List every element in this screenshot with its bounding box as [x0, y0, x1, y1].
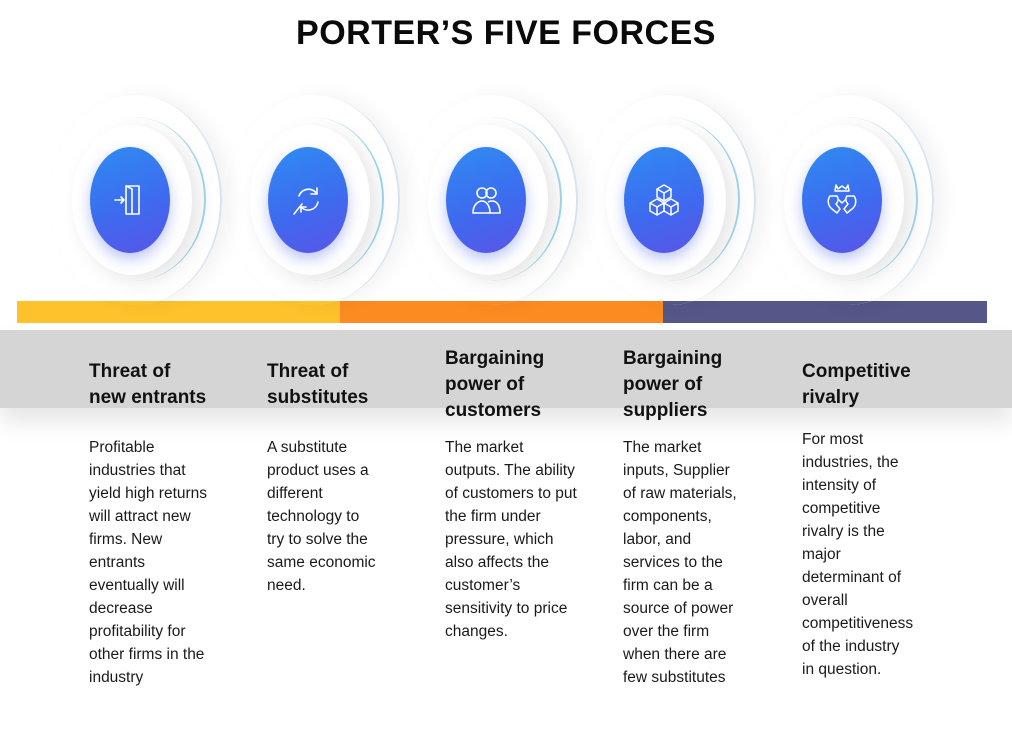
- force-icon-badge-5: [780, 95, 980, 305]
- bar-purple: [663, 301, 987, 323]
- force-description-2: A substitute product uses a different te…: [267, 439, 376, 594]
- force-description-4: The market inputs, Supplier of raw mater…: [623, 439, 737, 686]
- force-heading-1: Threat of new entrants: [89, 361, 207, 408]
- force-icon-badge-2: [246, 95, 446, 305]
- bar-yellow: [17, 301, 340, 323]
- force-icon-badge-3: [424, 95, 624, 305]
- force-description-1: Profitable industries that yield high re…: [89, 439, 208, 686]
- refresh-substitute-icon: [293, 187, 319, 215]
- force-icon-badge-4: [602, 95, 802, 305]
- rivalry-icon: [827, 184, 857, 214]
- heading-band: [0, 330, 1012, 408]
- customers-icon: [472, 187, 501, 214]
- boxes-supplier-icon: [649, 184, 679, 216]
- force-heading-3: Bargaining power of customers: [445, 348, 545, 421]
- enter-door-icon: [114, 185, 140, 215]
- page-title: PORTER’S FIVE FORCES: [296, 14, 716, 52]
- bar-orange: [340, 301, 663, 323]
- force-description-3: The market outputs. The ability of custo…: [445, 439, 577, 640]
- force-description-5: For most industries, the intensity of co…: [802, 431, 914, 678]
- force-heading-4: Bargaining power of suppliers: [623, 348, 723, 421]
- force-icon-badge-1: [68, 95, 268, 305]
- force-heading-5: Competitive rivalry: [802, 361, 911, 408]
- force-heading-2: Threat of substitutes: [267, 361, 369, 408]
